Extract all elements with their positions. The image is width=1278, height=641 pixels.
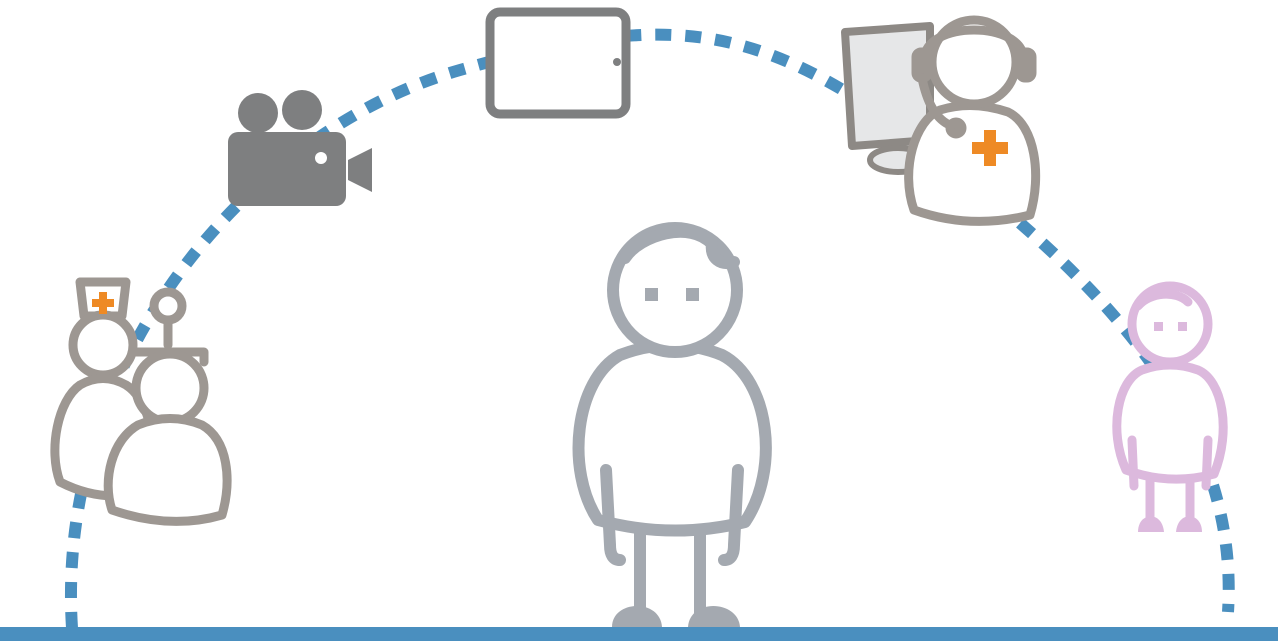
doctor-with-headset-icon	[909, 20, 1036, 221]
tablet-icon	[490, 12, 626, 114]
clinicians-group	[55, 282, 227, 521]
patient-person-icon	[579, 228, 766, 627]
video-camera-icon	[228, 90, 372, 206]
ground-line	[0, 627, 1278, 641]
child-icon	[1117, 286, 1223, 532]
